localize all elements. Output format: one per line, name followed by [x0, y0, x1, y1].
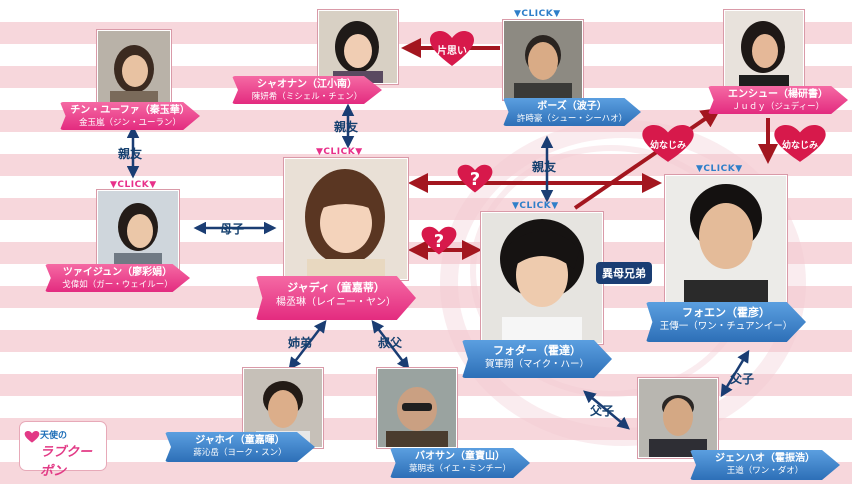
name-jenhao: ジェンハオ（霍振浩） — [715, 453, 815, 464]
label-foen[interactable]: フォエン（霍彦） 王傳一（ワン・チュアンイー） — [646, 302, 806, 342]
click-hint-jady[interactable]: ▼CLICK▼ — [316, 147, 363, 157]
relation-jady-jahoi: 姉弟 — [288, 336, 313, 350]
photo-shaonan[interactable] — [318, 10, 398, 84]
heart-question-1-text: ? — [469, 168, 481, 190]
logo-line-2: ラブクーポン — [40, 445, 93, 479]
actor-chin: 金玉嵐（ジン・ユーラン） — [78, 118, 181, 128]
photo-tsui[interactable] — [97, 190, 179, 270]
actor-baosan: 葉明志（イエ・ミンチー） — [409, 464, 511, 474]
arrow-foen-jenhao — [720, 349, 750, 398]
actor-foen: 王傳一（ワン・チュアンイー） — [659, 321, 793, 332]
click-hint-foen[interactable]: ▼CLICK▼ — [696, 164, 743, 174]
heart-kataomoi: 片思い — [428, 30, 476, 68]
click-hint-bozu[interactable]: ▼CLICK▼ — [514, 9, 561, 19]
actor-enshu: Ｊｕｄｙ（ジュディー） — [731, 102, 825, 112]
logo-line-1: 天使の — [40, 431, 68, 441]
photo-chin[interactable] — [97, 30, 171, 104]
relation-bozu-foda: 親友 — [532, 160, 557, 174]
actor-jahoi: 蔣沁岳（ヨーク・スン） — [193, 448, 287, 458]
photo-jady[interactable] — [284, 158, 408, 280]
label-jenhao[interactable]: ジェンハオ（霍振浩） 王道（ワン・ダオ） — [690, 450, 840, 480]
heart-osananajimi-2-text: 幼なじみ — [781, 140, 818, 151]
relation-shaonan-jady: 親友 — [334, 120, 359, 134]
label-jady[interactable]: ジャディ（童嘉蒂） 楊丞琳（レイニー・ヤン） — [256, 276, 416, 320]
heart-question-2: ? — [420, 224, 458, 258]
relation-tsui-jady: 母子 — [220, 222, 245, 236]
name-enshu: エンシュー（楊研書） — [728, 89, 828, 100]
photo-foda[interactable] — [481, 212, 603, 344]
click-hint-tsui[interactable]: ▼CLICK▼ — [110, 180, 157, 190]
label-jahoi[interactable]: ジャホイ（童嘉暉） 蔣沁岳（ヨーク・スン） — [165, 432, 315, 462]
label-tsui[interactable]: ツァイジュン（廖彩娟） 戈偉如（ガー・ウェイルー） — [45, 264, 190, 292]
photo-baosan[interactable] — [377, 368, 457, 448]
photo-bozu[interactable] — [503, 20, 583, 100]
relation-foda-jenhao: 父子 — [590, 404, 615, 418]
relation-jady-baosan: 叔父 — [378, 336, 403, 350]
label-enshu[interactable]: エンシュー（楊研書） Ｊｕｄｙ（ジュディー） — [708, 86, 848, 114]
relation-foen-jenhao: 父子 — [730, 372, 755, 386]
series-logo: 天使の ラブクーポン — [20, 422, 106, 479]
heart-osananajimi-2: 幼なじみ — [772, 124, 828, 164]
name-baosan: バオサン（童寶山） — [415, 451, 505, 462]
logo-heart-icon — [24, 431, 40, 443]
relation-half-brothers: 異母兄弟 — [596, 262, 652, 284]
arrow-jady-baosan — [371, 320, 410, 370]
arrow-foda-to-enshu — [573, 107, 722, 210]
photo-enshu[interactable] — [724, 10, 804, 90]
name-tsui: ツァイジュン（廖彩娟） — [62, 267, 173, 278]
heart-osananajimi-1-text: 幼なじみ — [649, 140, 686, 151]
name-foda: フォダー（霍達） — [493, 344, 581, 357]
name-jady: ジャディ（童嘉蒂） — [287, 281, 385, 294]
actor-foda: 賀軍翔（マイク・ハー） — [484, 359, 590, 370]
label-shaonan[interactable]: シャオナン（江小南） 陳妍希（ミシェル・チェン） — [232, 76, 382, 104]
photo-foen[interactable] — [665, 175, 787, 307]
heart-question-2-text: ? — [433, 230, 445, 252]
label-foda[interactable]: フォダー（霍達） 賀軍翔（マイク・ハー） — [462, 340, 612, 378]
label-chin[interactable]: チン・ユーファ（秦玉華） 金玉嵐（ジン・ユーラン） — [60, 102, 200, 130]
name-chin: チン・ユーファ（秦玉華） — [70, 105, 190, 116]
actor-jenhao: 王道（ワン・ダオ） — [726, 466, 804, 476]
arrow-jady-jahoi — [288, 320, 327, 370]
label-baosan[interactable]: バオサン（童寶山） 葉明志（イエ・ミンチー） — [390, 448, 530, 478]
label-bozu[interactable]: ボーズ（波子） 許時豪（シュー・シーハオ） — [503, 98, 641, 126]
name-bozu: ボーズ（波子） — [537, 101, 607, 112]
click-hint-foda[interactable]: ▼CLICK▼ — [512, 201, 559, 211]
heart-question-1: ? — [456, 162, 494, 196]
relation-chin-tsui: 親友 — [118, 147, 143, 161]
heart-osananajimi-1: 幼なじみ — [640, 124, 696, 164]
name-foen: フォエン（霍彦） — [682, 306, 770, 319]
name-jahoi: ジャホイ（童嘉暉） — [195, 435, 285, 446]
actor-bozu: 許時豪（シュー・シーハオ） — [516, 114, 628, 124]
actor-jady: 楊丞琳（レイニー・ヤン） — [276, 297, 396, 308]
name-shaonan: シャオナン（江小南） — [257, 79, 357, 90]
actor-shaonan: 陳妍希（ミシェル・チェン） — [251, 92, 363, 102]
heart-kataomoi-text: 片思い — [437, 45, 467, 57]
arrow-foda-jenhao — [583, 390, 630, 430]
actor-tsui: 戈偉如（ガー・ウェイルー） — [62, 280, 173, 290]
photo-jenhao[interactable] — [638, 378, 718, 458]
